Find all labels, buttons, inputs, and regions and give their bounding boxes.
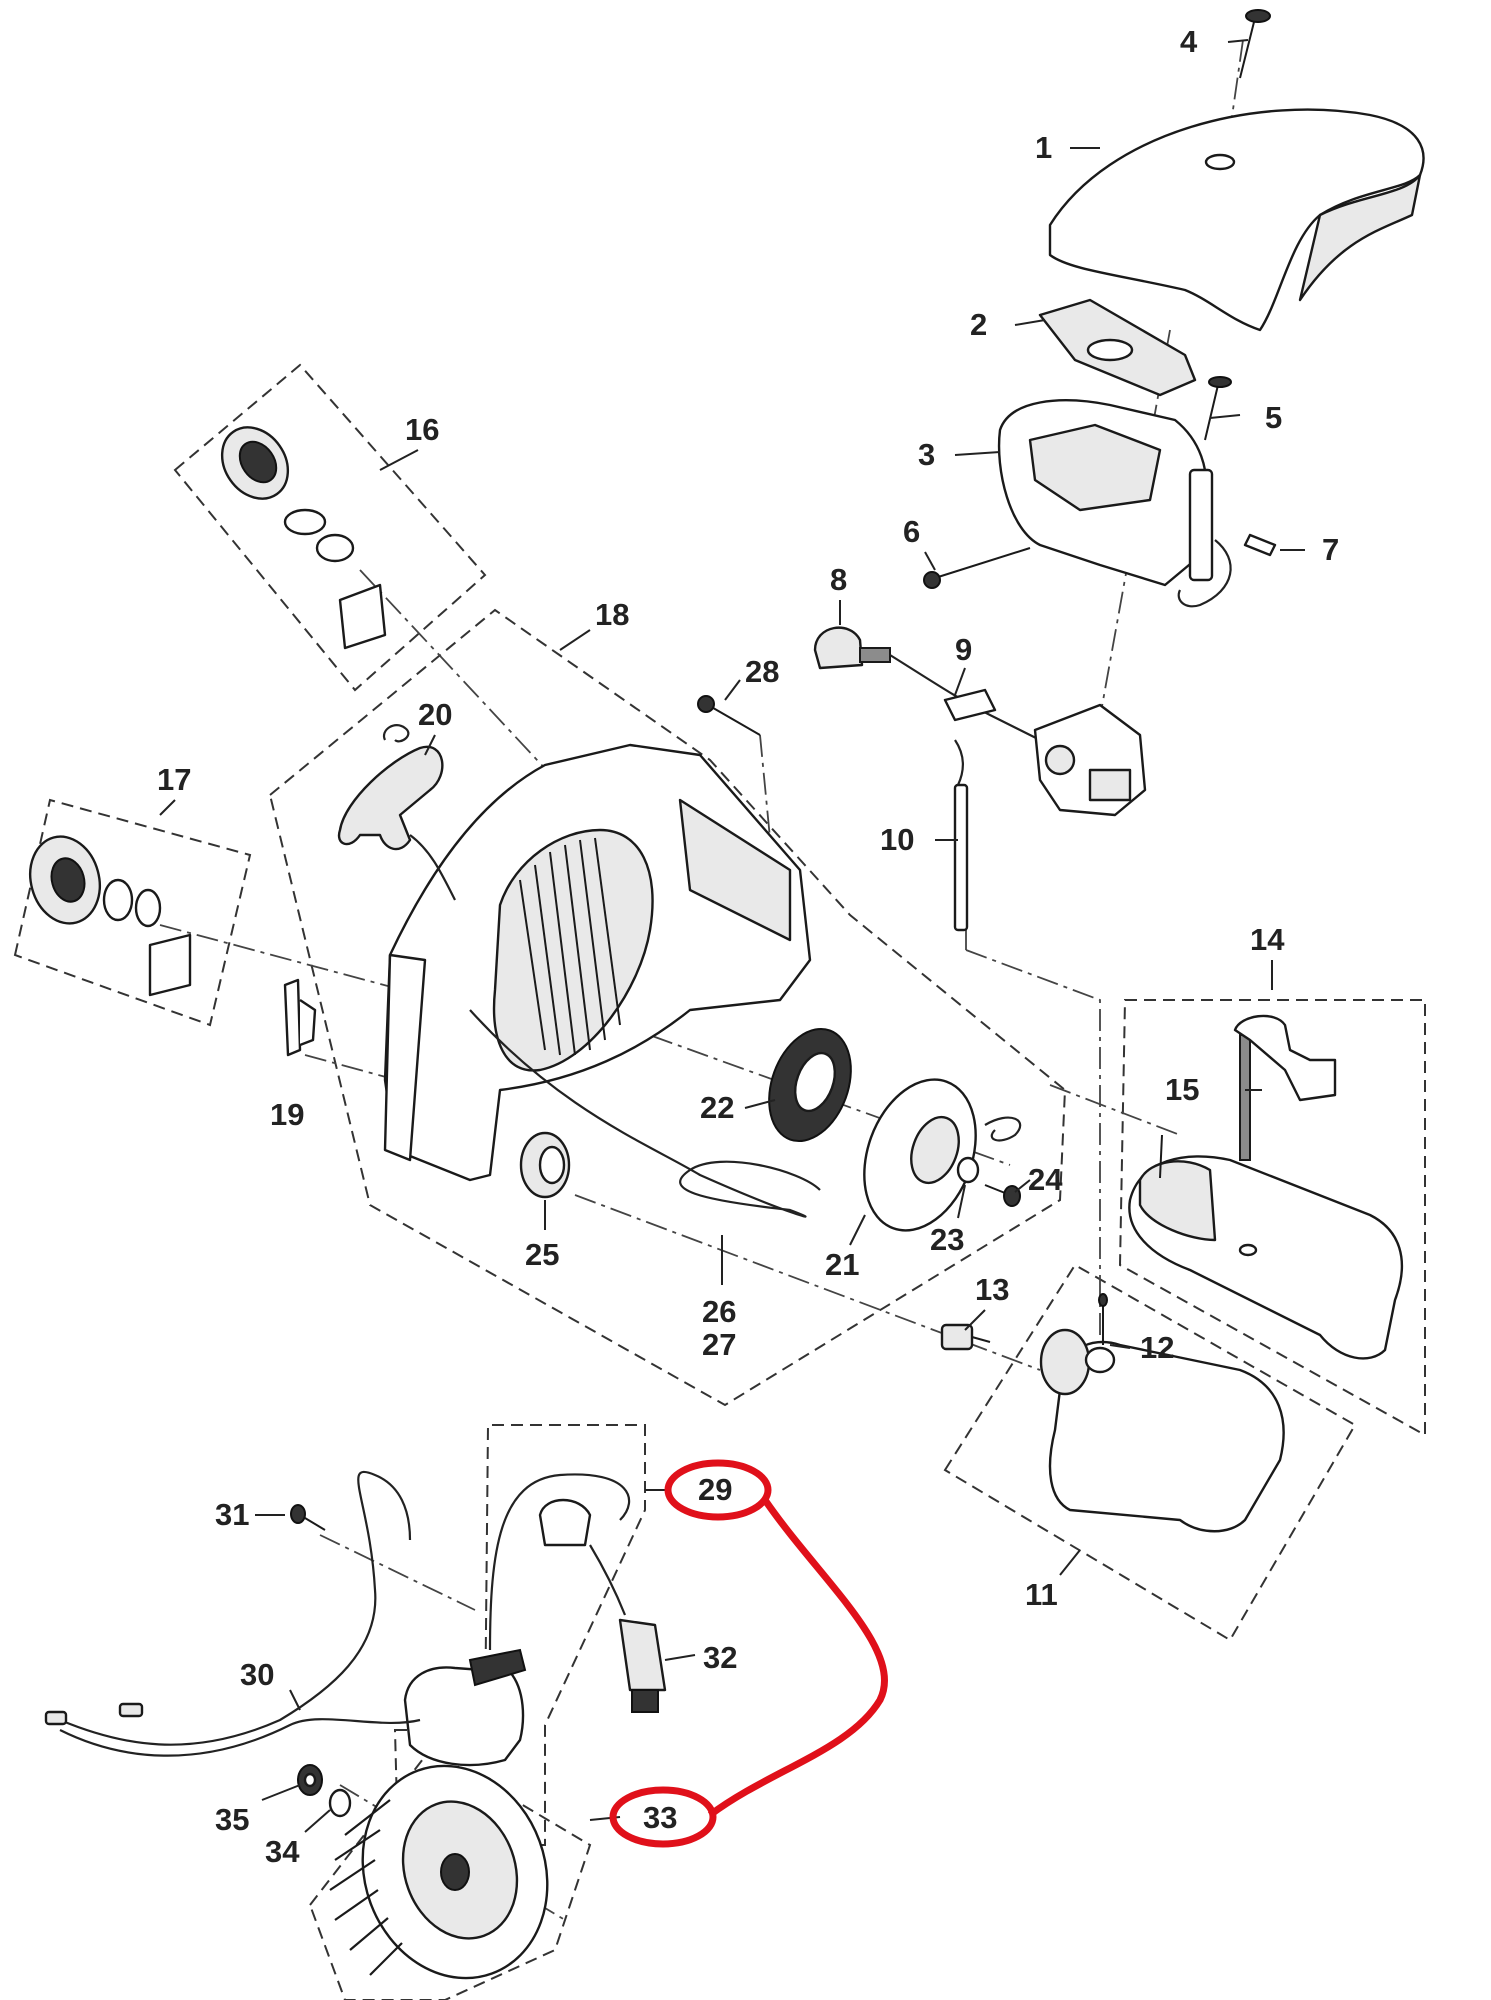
part-13-cap [940,1323,991,1351]
part-17-knob-assembly [29,835,192,997]
callout-23: 23 [930,1222,964,1257]
highlight-circle-29 [664,1459,772,1521]
axis-line-12 [965,949,1101,1340]
part-23-washer [956,1156,980,1184]
callout-4: 4 [1180,24,1198,59]
part-4-screw [1239,9,1271,79]
part-5-screw [1204,376,1232,441]
part-9-fuel-line [889,654,1051,746]
part-34-washer [328,1788,352,1818]
group-box-14 [1118,999,1426,1437]
part-7-clip [1243,533,1277,557]
axis-line-31 [319,1534,476,1611]
callout-30: 30 [240,1657,274,1692]
part-31-screw [290,1504,326,1531]
part-18-starter-housing [383,743,812,1182]
axis-line-25 [574,1194,1041,1371]
part-19-clip [283,978,317,1057]
group-box-18 [268,608,1067,1407]
callout-11: 11 [1025,1577,1058,1612]
callout-17: 17 [157,762,191,797]
callout-2: 2 [970,307,987,342]
axis-line-14 [1049,1084,1181,1136]
part-21-pulley [863,1078,1022,1232]
callout-18: 18 [595,597,629,632]
callout-21: 21 [825,1247,859,1282]
callout-12: 12 [1140,1330,1174,1365]
callout-9: 9 [955,632,972,667]
part-29-ignition-coil [403,1473,631,1767]
part-35-nut [297,1764,323,1796]
callout-29: 29 [698,1472,732,1507]
callout-16: 16 [405,412,439,447]
leader-lines [159,39,1305,1833]
part-14-chain-cover [1128,1134,1403,1360]
callout-27: 27 [702,1327,736,1362]
part-10-fuel-pickup [953,739,969,932]
callout-14: 14 [1250,922,1285,957]
callout-labels: 1 2 3 4 5 6 7 8 9 10 11 12 13 14 15 16 1… [157,24,1339,1869]
part-12-filter [1098,1293,1108,1345]
part-6-screw [923,547,1031,589]
callout-10: 10 [880,822,914,857]
callout-7: 7 [1322,532,1339,567]
part-11-fuel-tank [1039,1328,1285,1533]
part-carburetor [1033,703,1147,817]
part-22-spring [768,1027,852,1143]
callout-3: 3 [918,437,935,472]
callout-24: 24 [1028,1162,1063,1197]
part-8-primer-bulb [813,626,891,670]
highlight-connector [707,1498,888,1818]
red-highlight [609,1459,888,1848]
callout-32: 32 [703,1640,737,1675]
part-28-screw [697,695,761,736]
callout-19: 19 [270,1097,304,1132]
part-24-screw [984,1184,1021,1207]
callout-8: 8 [830,562,847,597]
callout-22: 22 [700,1090,734,1125]
callout-15: 15 [1165,1072,1199,1107]
callout-25: 25 [525,1237,559,1272]
part-32-spark-plug [589,1544,667,1713]
callout-28: 28 [745,654,779,689]
group-box-16 [173,363,487,692]
part-26-27-rope [469,1009,821,1218]
callout-5: 5 [1265,400,1282,435]
callout-20: 20 [418,697,452,732]
callout-26: 26 [702,1294,736,1329]
part-33-flywheel [329,1764,549,1980]
callout-35: 35 [215,1802,249,1837]
part-3-air-housing [997,399,1232,608]
callout-31: 31 [215,1497,249,1532]
part-20-starter-handle [337,724,456,901]
part-30-wire-harness [44,1470,421,1757]
callout-33: 33 [643,1800,677,1835]
part-15-bar-stud [1233,1014,1337,1161]
callout-13: 13 [975,1272,1009,1307]
callout-34: 34 [265,1834,300,1869]
part-25-wheel [519,1131,571,1199]
group-box-11 [943,1263,1357,1642]
part-1-top-cover [1048,108,1425,332]
part-16-knob-assembly [220,426,387,650]
callout-1: 1 [1035,130,1052,165]
axis-line-16 [359,569,566,791]
callout-6: 6 [903,514,920,549]
part-2-plate [1038,298,1197,397]
